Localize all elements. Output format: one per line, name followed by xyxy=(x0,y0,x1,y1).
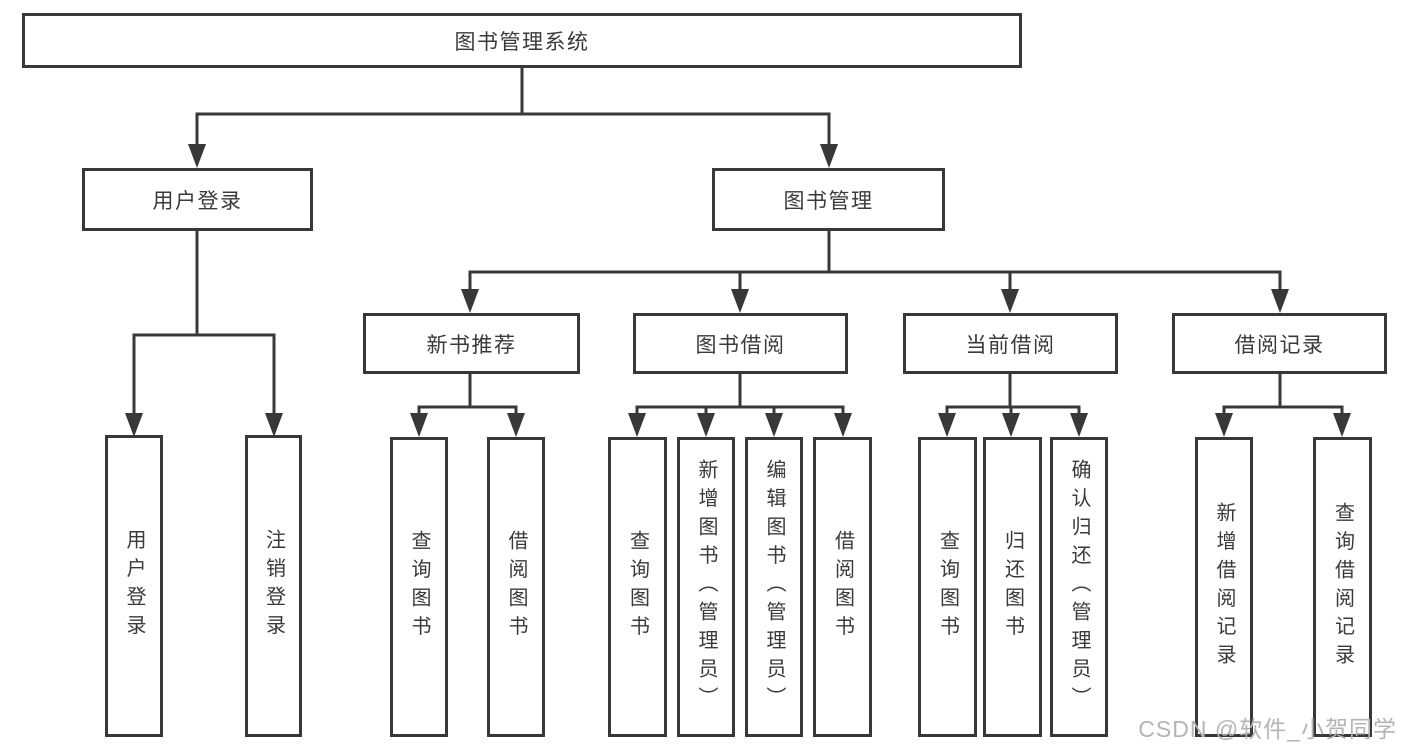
csdn-watermark: CSDN @软件_小贺同学 xyxy=(1138,716,1397,742)
leaf-borrow-book-label: 借阅图书 xyxy=(831,530,854,644)
node-book-borrow-label: 图书借阅 xyxy=(695,333,786,357)
edge-root-to-level2 xyxy=(188,66,838,168)
leaf-current-return: 归还图书 xyxy=(983,437,1042,737)
leaf-borrow-query: 查询图书 xyxy=(608,437,667,737)
leaf-current-confirm-return-label: 确认归还（管理员） xyxy=(1068,459,1090,715)
leaf-borrow-book: 借阅图书 xyxy=(813,437,872,737)
edge-login-to-leaves xyxy=(125,230,283,437)
leaf-logout-label: 注销登录 xyxy=(262,529,285,643)
node-book-management-label: 图书管理 xyxy=(783,189,874,213)
leaf-borrow-query-label: 查询图书 xyxy=(626,530,649,644)
leaf-current-confirm-return: 确认归还（管理员） xyxy=(1050,437,1108,737)
leaf-newbooks-query-label: 查询图书 xyxy=(408,530,430,644)
leaf-newbooks-query: 查询图书 xyxy=(390,437,448,737)
leaf-borrow-add: 新增图书（管理员） xyxy=(677,437,735,737)
edge-current-to-leaves xyxy=(938,373,1088,437)
leaf-user-login: 用户登录 xyxy=(105,435,163,737)
node-new-books: 新书推荐 xyxy=(363,313,580,374)
leaf-current-query-label: 查询图书 xyxy=(936,530,959,644)
leaf-newbooks-borrow: 借阅图书 xyxy=(487,437,545,737)
node-borrow-records-label: 借阅记录 xyxy=(1234,333,1325,357)
leaf-borrow-edit: 编辑图书（管理员） xyxy=(745,437,803,737)
leaf-borrow-add-label: 新增图书（管理员） xyxy=(695,459,717,715)
node-current-borrow: 当前借阅 xyxy=(903,313,1118,374)
node-root: 图书管理系统 xyxy=(22,13,1022,68)
edge-newbooks-to-leaves xyxy=(410,373,525,437)
leaf-borrow-edit-label: 编辑图书（管理员） xyxy=(763,459,785,715)
node-borrow-records: 借阅记录 xyxy=(1172,313,1387,374)
node-current-borrow-label: 当前借阅 xyxy=(965,333,1056,357)
leaf-current-return-label: 归还图书 xyxy=(1001,530,1024,644)
leaf-user-login-label: 用户登录 xyxy=(123,529,145,643)
node-root-label: 图书管理系统 xyxy=(454,30,590,54)
leaf-records-add: 新增借阅记录 xyxy=(1195,437,1253,737)
leaf-logout: 注销登录 xyxy=(245,435,302,737)
leaf-current-query: 查询图书 xyxy=(918,437,977,737)
node-user-login: 用户登录 xyxy=(82,168,313,231)
node-book-borrow: 图书借阅 xyxy=(633,313,848,374)
leaf-records-add-label: 新增借阅记录 xyxy=(1213,501,1235,673)
node-new-books-label: 新书推荐 xyxy=(426,333,517,357)
edge-records-to-leaves xyxy=(1215,373,1351,437)
leaf-newbooks-borrow-label: 借阅图书 xyxy=(505,530,527,644)
leaf-records-query: 查询借阅记录 xyxy=(1313,437,1372,737)
edge-borrow-to-leaves xyxy=(628,373,852,437)
leaf-records-query-label: 查询借阅记录 xyxy=(1331,501,1354,673)
node-user-login-label: 用户登录 xyxy=(152,189,243,213)
node-book-management: 图书管理 xyxy=(712,168,945,231)
edge-management-to-level3 xyxy=(461,230,1289,313)
